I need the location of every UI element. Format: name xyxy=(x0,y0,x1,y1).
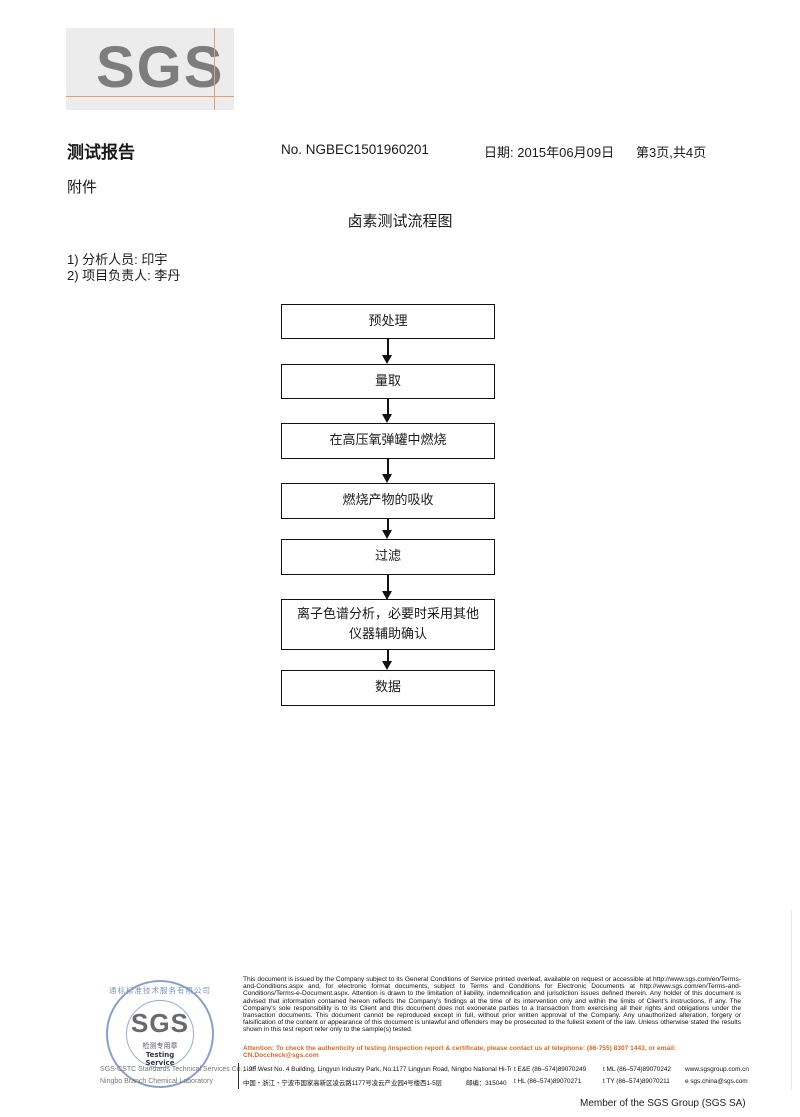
contact-email: e sgs.china@sgs.com xyxy=(685,1078,748,1085)
seal-label-en: Testing Service xyxy=(145,1051,175,1067)
flow-arrow-head xyxy=(382,530,392,539)
flow-arrow-line xyxy=(387,650,389,662)
flow-arrow-line xyxy=(387,339,389,356)
flow-step: 数据 xyxy=(281,670,495,706)
flow-arrow-line xyxy=(387,399,389,415)
flow-arrow-head xyxy=(382,414,392,423)
lab-name: SGS-CSTC Standards Technical Services Co… xyxy=(100,1066,259,1073)
contact-ml: t ML (86–574)89070242 xyxy=(603,1066,671,1073)
flow-step: 过滤 xyxy=(281,539,495,575)
authenticity-notice: Attention: To check the authenticity of … xyxy=(243,1045,676,1060)
report-title: 测试报告 xyxy=(67,143,135,163)
seal-inner-ring xyxy=(126,1000,194,1068)
address-divider xyxy=(238,1063,239,1089)
flow-arrow-line xyxy=(387,575,389,592)
flow-arrow-line xyxy=(387,519,389,531)
seal-ring-text: 通标标准技术服务有限公司 xyxy=(109,986,211,995)
analyst-line: 1) 分析人员: 印宇 xyxy=(67,252,168,267)
page-indicator: 第3页,共4页 xyxy=(636,145,707,160)
contact-hl: t HL (86–574)89070271 xyxy=(514,1078,582,1085)
flow-arrow-head xyxy=(382,355,392,364)
flow-arrow-head xyxy=(382,474,392,483)
website: www.sgsgroup.com.cn xyxy=(685,1066,749,1073)
flow-step: 燃烧产物的吸收 xyxy=(281,483,495,519)
address-en: 1-9F West No. 4 Building, Lingyun Indust… xyxy=(243,1066,511,1073)
flow-arrow-head xyxy=(382,661,392,670)
flowchart-title: 卤素测试流程图 xyxy=(347,212,453,230)
logo-rule-horizontal xyxy=(66,96,234,97)
postcode-cn: 邮编：315040 xyxy=(466,1080,507,1087)
lab-branch: Ningbo Branch Chemical Laboratory xyxy=(100,1078,213,1085)
flow-arrow-line xyxy=(387,459,389,475)
flow-step: 在高压氧弹罐中燃烧 xyxy=(281,423,495,459)
logo-rule-vertical xyxy=(214,28,215,110)
contact-ty: t TY (86–574)89070211 xyxy=(603,1078,670,1085)
annex-heading: 附件 xyxy=(67,178,98,196)
report-date: 日期: 2015年06月09日 xyxy=(484,145,615,160)
legal-disclaimer: This document is issued by the Company s… xyxy=(243,976,741,1034)
flow-step: 预处理 xyxy=(281,304,495,339)
seal-logo: SGS xyxy=(131,1008,189,1038)
address-cn: 中国・浙江・宁波市国家高新区凌云路1177号凌云产业园4号楼西1-5层 xyxy=(243,1080,443,1087)
sgs-logo: SGS xyxy=(96,35,225,100)
flow-step: 量取 xyxy=(281,364,495,399)
group-membership: Member of the SGS Group (SGS SA) xyxy=(580,1098,746,1109)
flow-step: 离子色谱分析，必要时采用其他仪器辅助确认 xyxy=(281,599,495,650)
seal-label-cn: 检测专用章 xyxy=(142,1042,178,1050)
testing-seal xyxy=(106,980,214,1088)
report-number: No. NGBEC1501960201 xyxy=(281,142,429,157)
project-lead-line: 2) 项目负责人: 李丹 xyxy=(67,268,181,283)
contact-ee: t E&E (86–574)89070249 xyxy=(514,1066,587,1073)
flow-arrow-head xyxy=(382,591,392,600)
margin-rule xyxy=(791,910,792,1090)
